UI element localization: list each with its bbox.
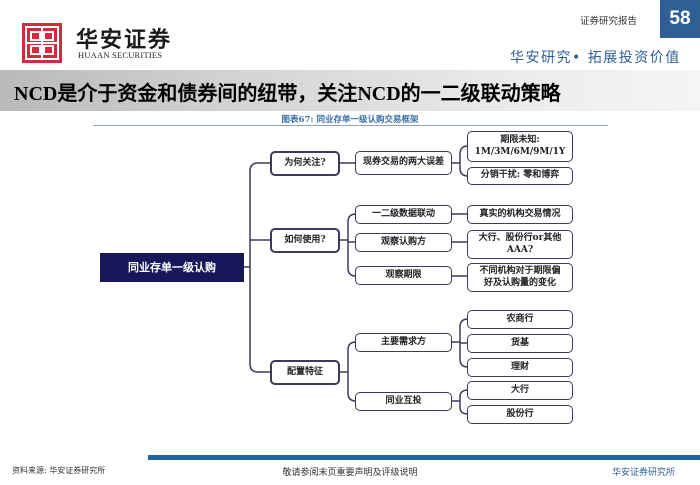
- node-primary-secondary-link: 一二级数据联动: [355, 205, 452, 224]
- node-two-errors: 现券交易的两大误差: [355, 151, 452, 175]
- page-title: NCD是介于资金和债券间的纽带，关注NCD的一二级联动策略: [14, 83, 561, 105]
- term-unknown-label: 期限未知:: [500, 135, 540, 146]
- disclaimer-link[interactable]: 敬请参阅末页重要声明及评级说明: [282, 468, 418, 478]
- node-main-demand: 主要需求方: [355, 333, 452, 352]
- page-number: 58: [660, 0, 700, 38]
- term-list: 1M/3M/6M/9M/1Y: [474, 146, 566, 157]
- figure-caption: 图表67: 同业存单一级认购交易框架: [281, 115, 419, 125]
- node-why-focus: 为何关注?: [270, 151, 340, 176]
- node-money-funds: 货基: [467, 334, 573, 353]
- slogan: 华安研究• 拓展投资价值: [510, 50, 681, 66]
- bank-types-line1: 大行、股份行or其他: [478, 233, 562, 244]
- node-interbank-investment: 同业互投: [355, 392, 452, 411]
- node-how-to-use: 如何使用?: [270, 228, 340, 253]
- connector-b3-l2: [340, 341, 357, 402]
- connector-b2-l2: [340, 213, 357, 277]
- logo-chinese-name: 华安证券: [76, 27, 173, 53]
- node-observe-subscribers: 观察认购方: [355, 233, 452, 252]
- connector-trunk: [249, 162, 270, 373]
- node-term-unknown: 期限未知: 1M/3M/6M/9M/1Y: [467, 131, 573, 162]
- node-rural-banks: 农商行: [467, 310, 573, 329]
- term-preference-line1: 不同机构对于期限偏: [479, 266, 561, 277]
- node-big-banks: 大行: [467, 381, 573, 400]
- node-real-trading: 真实的机构交易情况: [467, 205, 573, 224]
- caption-divider: [93, 125, 608, 126]
- node-observe-term: 观察期限: [355, 266, 452, 285]
- node-bank-types: 大行、股份行or其他 AAA?: [467, 230, 573, 259]
- source-note: 资料来源: 华安证券研究所: [12, 466, 106, 475]
- node-wealth-mgmt: 理财: [467, 358, 573, 377]
- term-preference-line2: 好及认购量的变化: [483, 277, 556, 288]
- root-node: 同业存单一级认购: [100, 253, 244, 282]
- bank-types-line2: AAA?: [506, 244, 534, 255]
- node-allocation-features: 配置特征: [270, 360, 340, 385]
- node-joint-stock-banks: 股份行: [467, 405, 573, 424]
- footer-bar: [148, 455, 700, 460]
- node-term-preference: 不同机构对于期限偏 好及认购量的变化: [467, 263, 573, 292]
- connector-b1-l3: [452, 145, 469, 177]
- footer-brand: 华安证券研究所: [612, 468, 676, 478]
- report-type-label: 证券研究报告: [580, 16, 638, 27]
- huaan-logo-mark: [22, 23, 62, 63]
- title-band: [0, 70, 700, 111]
- connector-b3-l3b: [452, 389, 469, 415]
- connector-b3-l3a: [452, 318, 469, 368]
- node-distribution-interference: 分销干扰: 零和博弈: [467, 167, 573, 185]
- logo-english-name: HUAAN SECURITIES: [78, 50, 163, 60]
- logo-knot-icon: [25, 26, 59, 60]
